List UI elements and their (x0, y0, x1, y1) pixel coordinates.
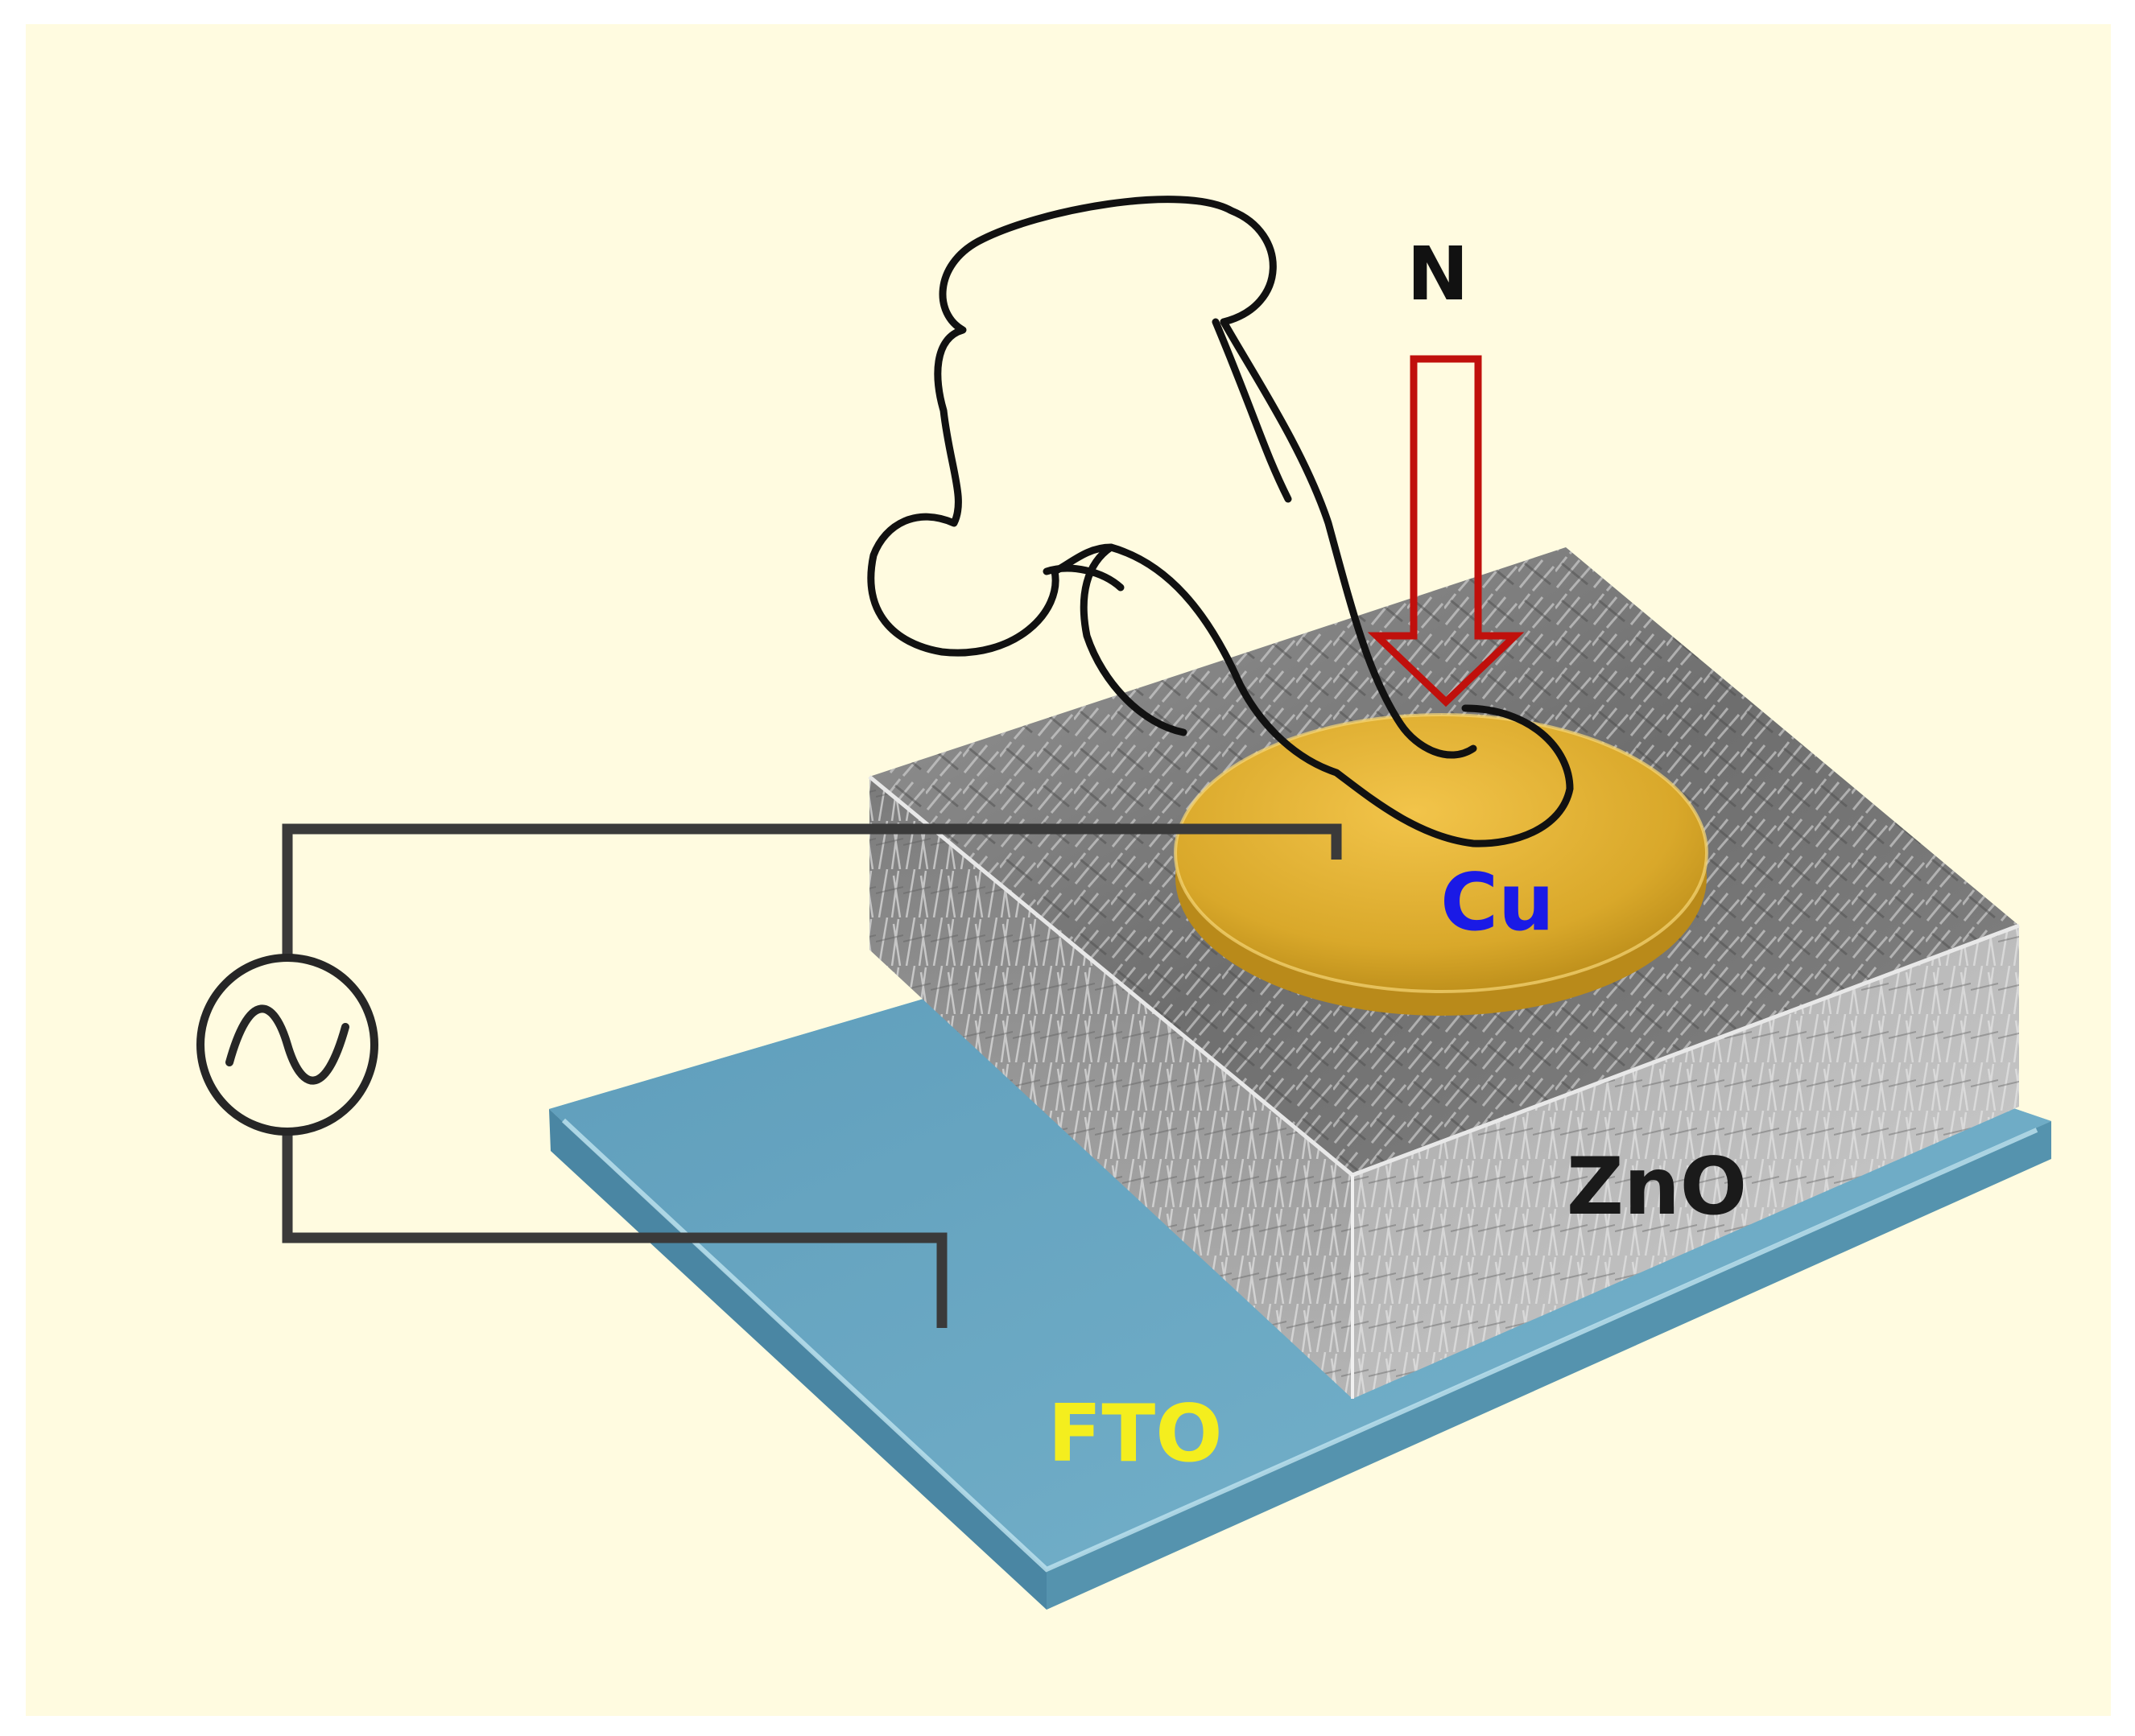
force-arrow (1367, 355, 1525, 707)
cu-electrode (1174, 713, 1708, 1016)
zno-label: ZnO (1567, 1141, 1747, 1233)
force-label: N (1407, 231, 1469, 317)
cu-label: Cu (1440, 857, 1555, 949)
finger-press-icon (867, 196, 1574, 847)
fto-label: FTO (1047, 1388, 1222, 1480)
circuit-wire (282, 823, 1342, 1328)
ac-source-icon (196, 954, 378, 1136)
